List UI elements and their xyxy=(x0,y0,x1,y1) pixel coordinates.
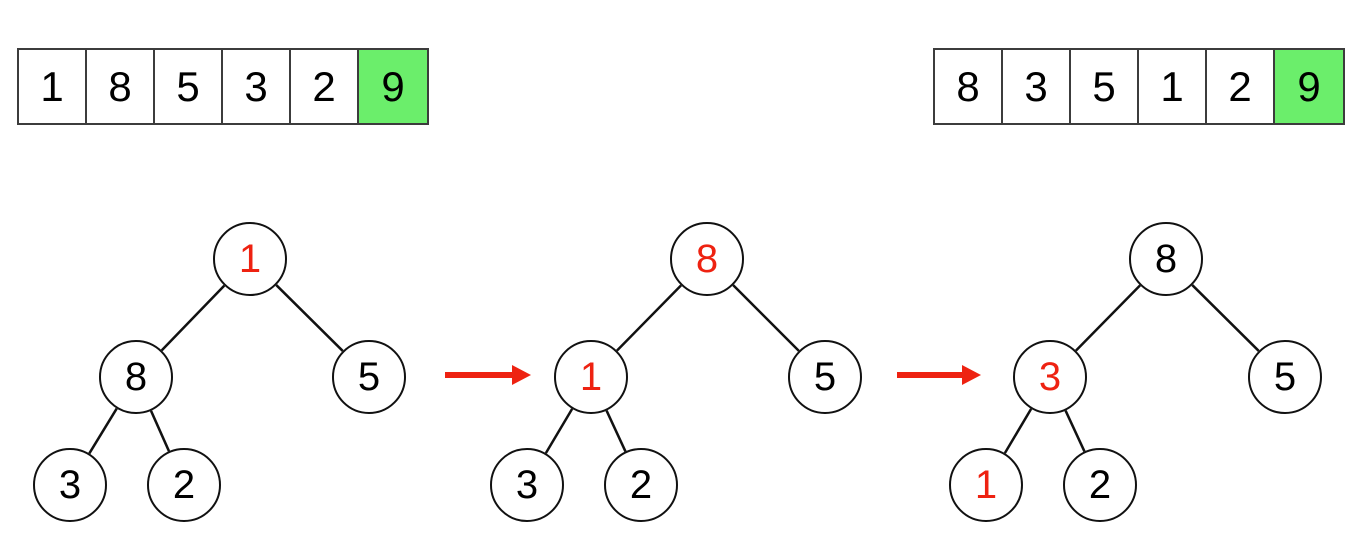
tree-node[interactable]: 3 xyxy=(490,448,564,522)
tree-edge xyxy=(149,410,171,452)
tree-node[interactable]: 8 xyxy=(99,340,173,414)
tree-node[interactable]: 2 xyxy=(604,448,678,522)
tree-node[interactable]: 1 xyxy=(949,448,1023,522)
tree-edge xyxy=(732,284,800,352)
array-cell-highlighted[interactable]: 9 xyxy=(1275,50,1343,123)
array-cell[interactable]: 2 xyxy=(1207,50,1275,123)
array-cell[interactable]: 3 xyxy=(223,50,291,123)
tree-edge xyxy=(544,408,574,454)
tree-edge xyxy=(275,284,344,352)
array-cell[interactable]: 3 xyxy=(1003,50,1071,123)
tree-edge xyxy=(88,407,118,455)
tree-node[interactable]: 3 xyxy=(1013,340,1087,414)
array-cell-highlighted[interactable]: 9 xyxy=(359,50,427,123)
array-cell[interactable]: 8 xyxy=(935,50,1003,123)
tree-edge xyxy=(1003,408,1033,454)
tree-node[interactable]: 3 xyxy=(33,448,107,522)
array-cell[interactable]: 8 xyxy=(87,50,155,123)
tree-node[interactable]: 2 xyxy=(147,448,221,522)
transition-arrow-1 xyxy=(445,360,531,390)
tree-edge xyxy=(1064,410,1086,452)
tree-edge xyxy=(1075,284,1141,352)
tree-node[interactable]: 5 xyxy=(788,340,862,414)
arrow-right-icon xyxy=(897,365,981,385)
tree-edge xyxy=(616,284,682,352)
tree-edge xyxy=(605,410,627,452)
array-cell[interactable]: 2 xyxy=(291,50,359,123)
array-cell[interactable]: 5 xyxy=(1071,50,1139,123)
tree-edge xyxy=(1191,284,1260,352)
tree-node[interactable]: 8 xyxy=(1129,222,1203,296)
array-cell[interactable]: 1 xyxy=(1139,50,1207,123)
tree-node[interactable]: 5 xyxy=(332,340,406,414)
array-cell[interactable]: 1 xyxy=(19,50,87,123)
tree-node[interactable]: 8 xyxy=(670,222,744,296)
transition-arrow-2 xyxy=(897,360,981,390)
tree-node[interactable]: 2 xyxy=(1063,448,1137,522)
arrow-right-icon xyxy=(445,365,531,385)
array-cell[interactable]: 5 xyxy=(155,50,223,123)
tree-node[interactable]: 5 xyxy=(1248,340,1322,414)
tree-node[interactable]: 1 xyxy=(213,222,287,296)
tree-node[interactable]: 1 xyxy=(554,340,628,414)
tree-edge xyxy=(160,284,226,352)
